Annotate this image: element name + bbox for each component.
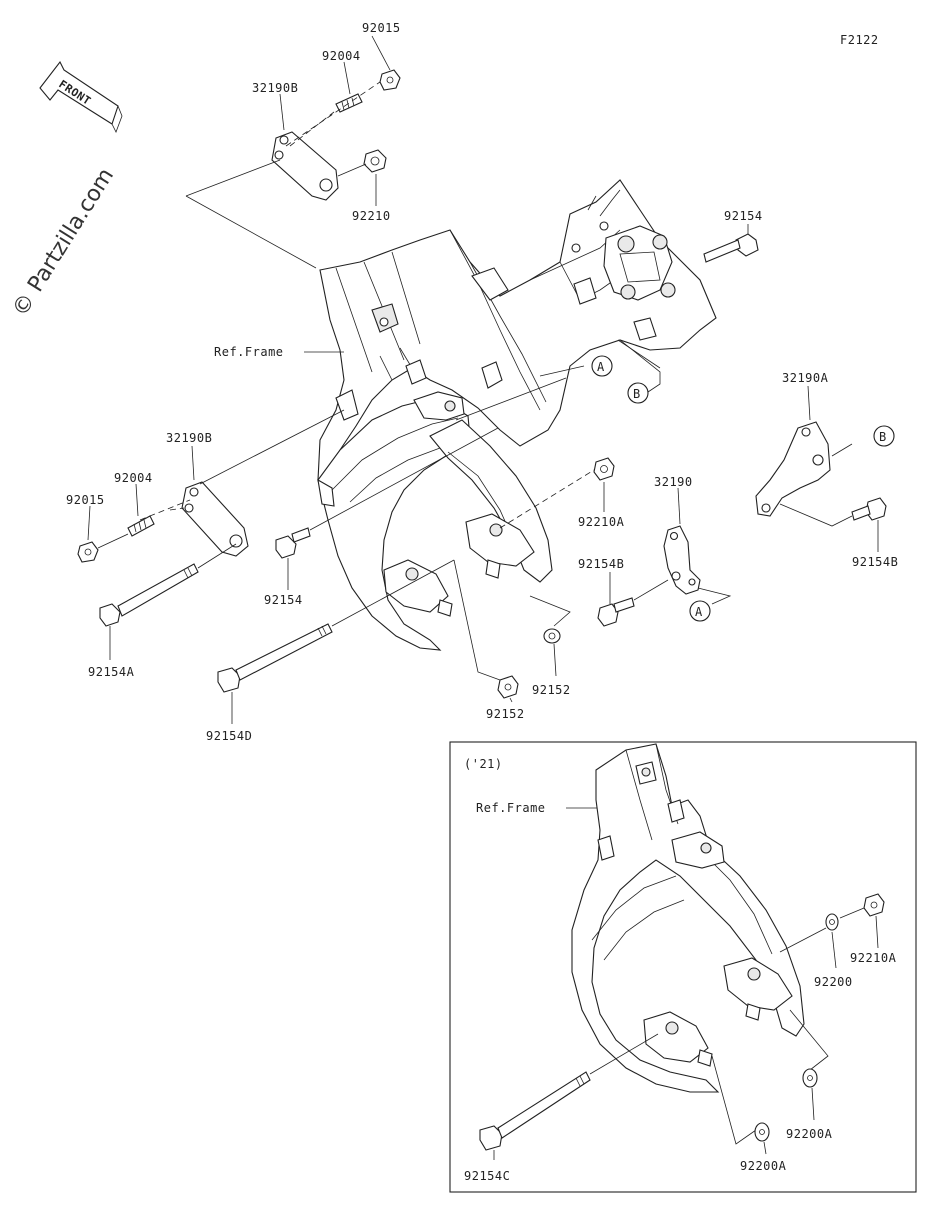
callout-a1 [591,355,613,377]
stud-92004-left [127,515,155,537]
bracket-32190B-top [271,131,339,201]
label-92015-top: 92015 [362,21,401,35]
bracket-32190 [663,525,701,595]
bolt-92154B-right [851,497,887,521]
nut-92210A [593,457,615,481]
label-92015-left: 92015 [66,493,105,507]
bracket-32190A [755,421,831,517]
bolt-92154-mid [275,527,311,559]
ref-frame-label: Ref.Frame [214,345,284,359]
label-92154A: 92154A [88,665,135,679]
label-32190A: 32190A [782,371,829,385]
label-92152-b: 92152 [532,683,571,697]
bolt-92154B-mid [597,597,635,627]
nut-92015-top [379,69,401,91]
inset-bolt-92154C [479,1071,591,1151]
watermark: © Partzilla.com [8,164,119,321]
inset-frame [449,741,917,1193]
callout-b1-label: B [633,387,641,401]
inset-washer-92200A-b [802,1068,818,1088]
callout-a1-label: A [597,360,605,374]
callout-b2 [873,425,895,447]
label-92154-top: 92154 [724,209,763,223]
label-92154D: 92154D [206,729,252,743]
nut-92210-top [363,149,387,173]
label-92210A: 92210A [578,515,625,529]
inset-label: ('21) [464,757,503,771]
inset-ref-frame-label: Ref.Frame [476,801,546,815]
label-92004-left: 92004 [114,471,153,485]
label-92154-mid: 92154 [264,593,303,607]
label-92004-top: 92004 [322,49,361,63]
main-frame [317,179,717,651]
front-arrow-icon: FRONT [39,60,123,133]
figure-code: F2122 [840,33,879,47]
label-32190B-left: 32190B [166,431,212,445]
label-92154B-right: 92154B [852,555,898,569]
label-92152-a: 92152 [486,707,525,721]
inset-frame-cradle [571,743,805,1093]
label-92210-top: 92210 [352,209,391,223]
nut-92015-left [77,541,99,563]
inset-label-92200A-a: 92200A [740,1159,787,1173]
inset-washer-92200A-a [754,1122,770,1142]
inset-label-92154C: 92154C [464,1169,510,1183]
label-92154B-mid: 92154B [578,557,624,571]
bracket-32190B-left [181,481,249,557]
bolt-92154D [217,623,333,693]
bolt-92154-top [703,233,759,263]
inset-label-92210A: 92210A [850,951,897,965]
callout-b1 [627,382,649,404]
callout-a2-label: A [695,605,703,619]
inset-label-92200A-b: 92200A [786,1127,833,1141]
callout-a2 [689,600,711,622]
inset-washer-92200 [825,913,839,931]
spacer-92152-a [497,675,519,699]
inset-nut-92210A [863,893,885,917]
bolt-92154A [99,563,199,627]
callout-b2-label: B [879,430,887,444]
inset-label-92200: 92200 [814,975,853,989]
label-32190: 32190 [654,475,693,489]
spacer-92152-b [543,628,561,644]
label-32190B-top: 32190B [252,81,298,95]
